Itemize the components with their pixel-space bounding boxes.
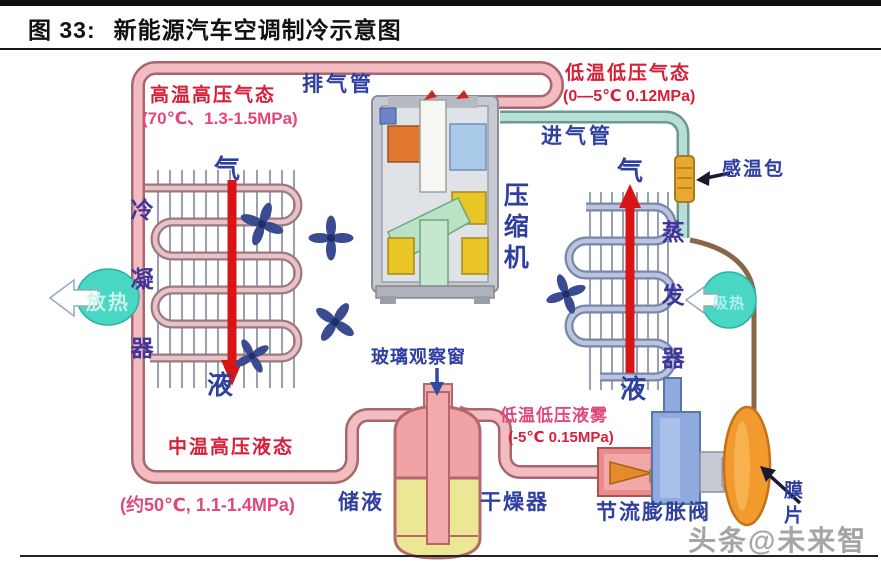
receiver-label-right: 干燥器 — [480, 491, 549, 514]
evaporator-flow-arrow — [619, 184, 641, 373]
heat-in-arrow-icon — [684, 285, 719, 315]
heat-release-label: 放热 — [86, 292, 130, 314]
sensor-bulb-label: 感温包 — [722, 159, 786, 180]
tank-pickup-tube — [426, 391, 450, 545]
compressor-graphic — [371, 90, 499, 304]
sight-glass-pointer — [430, 368, 444, 396]
diaphragm-label: 膜片 — [780, 480, 802, 530]
flow-mark-icon — [456, 90, 469, 99]
evaporator-fins — [589, 192, 669, 390]
lp-gas-label: 低温低压气态 — [565, 63, 692, 84]
expansion-valve-label: 节流膨胀阀 — [596, 501, 711, 524]
receiver-label-left: 储液 — [338, 491, 384, 514]
hp-gas-label: 高温高压气态 — [150, 85, 277, 106]
figure-title: 图 33: 新能源汽车空调制冷示意图 — [28, 11, 402, 45]
heat-absorb-label: 吸热 — [712, 295, 745, 312]
condenser-label: 冷凝器 — [127, 198, 154, 405]
intake-pipe-label: 进气管 — [541, 125, 613, 148]
figure-title-text: 新能源汽车空调制冷示意图 — [113, 17, 402, 43]
lp-liquid-label: 低温低压液雾 — [500, 406, 608, 425]
heat-release-graphic — [48, 268, 140, 326]
heat-out-arrow-icon — [48, 278, 99, 318]
expansion-valve-graphic — [597, 377, 772, 527]
sensor-bulb-graphic — [674, 155, 695, 203]
lp-gas-values: (0—5℃ 0.12MPa) — [563, 88, 696, 105]
discharge-pipe-label: 排气管 — [302, 73, 374, 96]
compressor-piston-hot — [387, 125, 423, 163]
flow-mark-icon — [424, 90, 437, 100]
top-rule — [0, 0, 881, 6]
compressor-chamber — [449, 123, 487, 171]
bottom-rule — [20, 555, 878, 557]
sensor-bulb-pointer — [696, 171, 731, 186]
condenser-liquid-label: 液 — [207, 370, 234, 400]
compressor-cylinder — [419, 99, 447, 193]
sight-glass-label: 玻璃观察窗 — [371, 347, 466, 367]
figure-number: 图 33: — [28, 17, 96, 43]
heat-absorb-graphic — [684, 271, 757, 329]
compressor-label: 压缩机 — [500, 182, 529, 275]
lp-liquid-values: (-5℃ 0.15MPa) — [508, 429, 614, 446]
evaporator-label: 蒸发器 — [658, 220, 685, 409]
intake-pipe-graphic — [500, 110, 690, 238]
diaphragm-pointer — [760, 466, 802, 505]
mp-liquid-label: 中温高压液态 — [168, 437, 295, 458]
evaporator-coil — [564, 202, 677, 382]
mp-liquid-values: (约50℃, 1.1-1.4MPa) — [120, 495, 295, 515]
evaporator-liquid-label: 液 — [620, 374, 647, 404]
evaporator-gas-label: 气 — [617, 156, 644, 186]
receiver-drier-graphic — [393, 383, 482, 560]
discharge-pipe-graphic — [131, 61, 564, 484]
watermark: 头条@未来智库 — [688, 525, 868, 556]
valve-needle — [609, 461, 655, 485]
condenser-coil — [140, 183, 303, 363]
hp-gas-values: (70℃、1.3-1.5MPa) — [142, 109, 298, 128]
title-rule — [0, 48, 881, 50]
condenser-gas-label: 气 — [214, 154, 241, 184]
